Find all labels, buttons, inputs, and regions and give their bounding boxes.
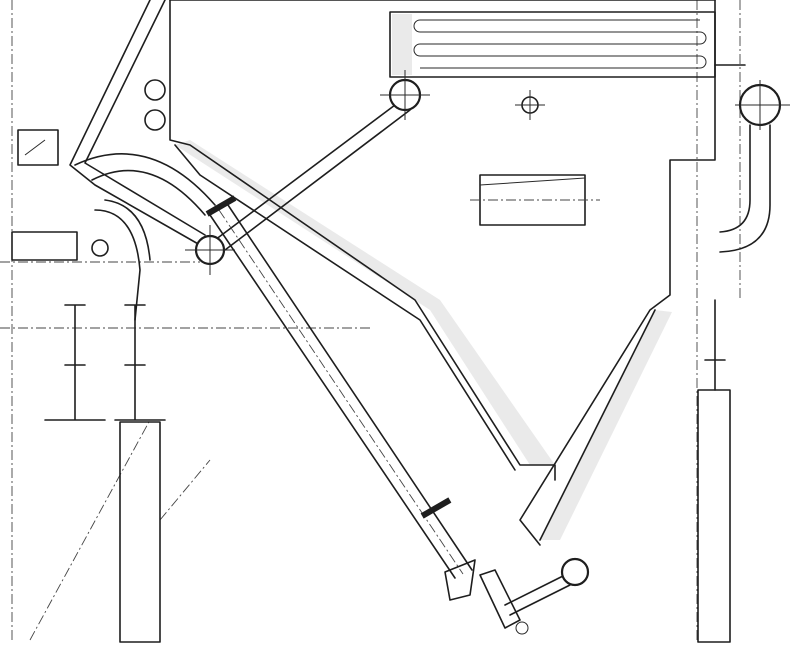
- downcomer-pipe: [205, 195, 476, 601]
- header-left-1: [144, 79, 166, 101]
- left-column: [119, 421, 161, 643]
- left-equipment: [11, 129, 151, 321]
- superheater: [389, 11, 716, 78]
- outlet-drum: [560, 557, 590, 587]
- i-beams: [44, 304, 166, 421]
- inspection-opening: [470, 174, 600, 226]
- riser-pipe: [214, 104, 411, 251]
- inclined-flue: [69, 0, 216, 246]
- center-lines: [0, 0, 741, 641]
- right-column: [697, 389, 731, 643]
- return-pipe: [714, 64, 771, 253]
- outlet-pipe: [479, 569, 571, 635]
- drums: [91, 70, 790, 587]
- header-left-2: [144, 109, 166, 131]
- header-left-3: [91, 239, 109, 257]
- columns: [119, 299, 731, 643]
- furnace-enclosure: [169, 0, 716, 546]
